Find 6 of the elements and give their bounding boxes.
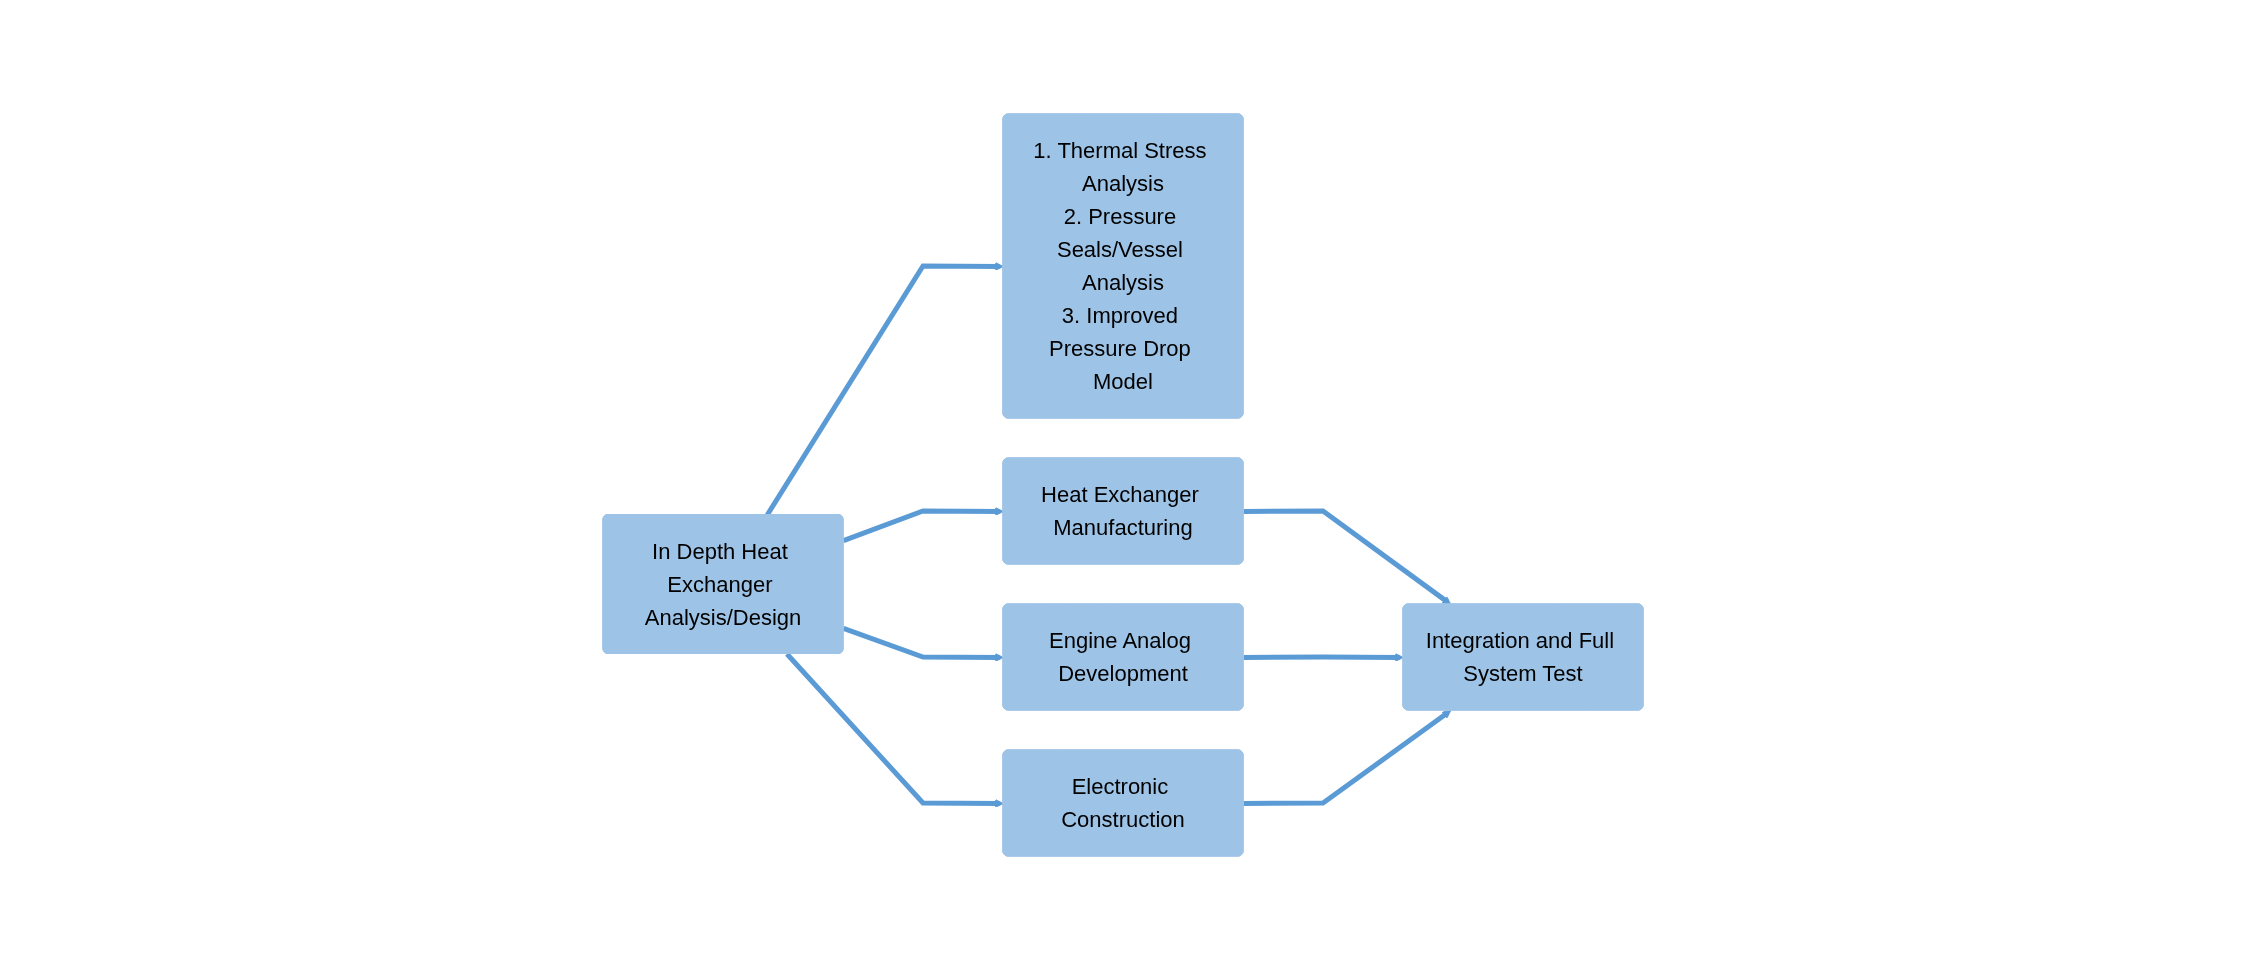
arrow bbox=[842, 507, 1004, 544]
arrow bbox=[1243, 508, 1451, 605]
arrow bbox=[842, 625, 1004, 662]
arrow bbox=[1243, 710, 1451, 806]
arrow bbox=[784, 652, 1004, 808]
arrow bbox=[1243, 653, 1404, 662]
